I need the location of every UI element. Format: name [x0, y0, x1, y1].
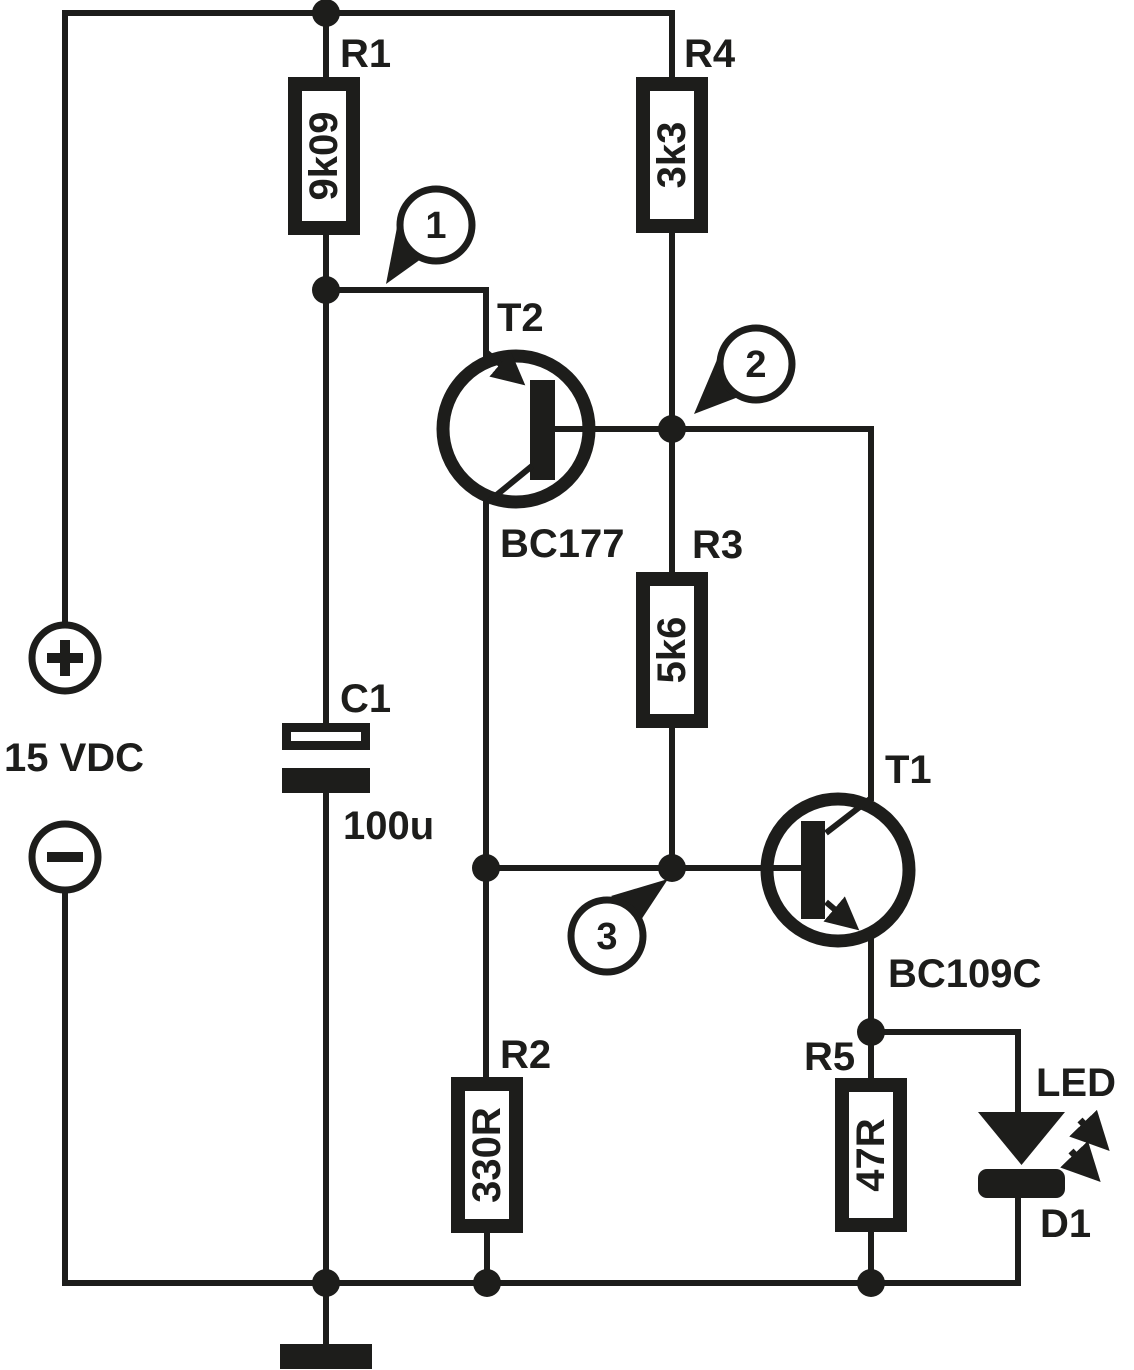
resistor-r1-value: 9k09 [302, 112, 346, 201]
callout-3-number: 3 [596, 916, 617, 958]
capacitor-c1-plate-negative [282, 768, 370, 793]
resistor-r3-body [636, 572, 708, 728]
resistor-r2: R2 330R [451, 1033, 551, 1233]
resistor-r5: R5 47R [804, 1035, 907, 1232]
callout-1-number: 1 [425, 205, 446, 247]
led-light-arrow-1 [1069, 1109, 1110, 1151]
callout-3-tail [611, 879, 668, 920]
transistor-t1-collector-lead [824, 796, 872, 836]
junction-dots [312, 0, 885, 1297]
wire-node2-row-to-t1-collector [553, 426, 874, 801]
junction-dot-t1-emitter [857, 1018, 885, 1046]
led-d1: LED D1 [978, 1061, 1116, 1246]
callout-1: 1 [386, 185, 476, 284]
junction-dot-node3 [658, 854, 686, 882]
resistor-r2-value: 330R [465, 1107, 509, 1203]
transistor-t2-ref: T2 [497, 296, 544, 340]
transistor-t2-pnp: T2 BC177 [436, 296, 625, 566]
led-cathode-bar [978, 1169, 1065, 1198]
callout-1-circle [396, 185, 476, 265]
callout-2-tail [694, 355, 741, 414]
led-label: LED [1036, 1061, 1116, 1105]
resistor-r4-value: 3k3 [650, 122, 694, 189]
wire-node4-to-led [871, 1029, 1021, 1114]
junction-dot-node2 [658, 415, 686, 443]
supply-voltage-label: 15 VDC [4, 736, 144, 780]
led-ref: D1 [1040, 1202, 1091, 1246]
callout-2: 2 [694, 324, 796, 414]
callout-3-circle [567, 896, 647, 976]
resistor-r2-body [451, 1077, 523, 1233]
resistor-r3-ref: R3 [692, 523, 743, 567]
transistor-t1-ref: T1 [885, 748, 932, 792]
plus-icon [47, 640, 83, 676]
capacitor-c1-ref: C1 [340, 677, 391, 721]
transistor-t1-part: BC109C [888, 952, 1041, 996]
resistor-r4-ref: R4 [684, 32, 736, 76]
capacitor-c1: C1 100u [282, 677, 434, 848]
callout-2-number: 2 [745, 344, 766, 386]
callout-3: 3 [567, 879, 668, 976]
wire-node1-to-t2-emitter [326, 287, 489, 362]
plus-terminal-icon [28, 621, 102, 695]
transistor-t2-emitter-arrow [484, 349, 526, 386]
resistor-r3: R3 5k6 [636, 523, 743, 728]
junction-dot-node1 [312, 276, 340, 304]
junction-dot-r5-rail [857, 1269, 885, 1297]
wire-bottom-rail [62, 891, 1021, 1286]
transistor-t2-part: BC177 [500, 522, 625, 566]
junction-dot-t2-collector [472, 854, 500, 882]
transistor-t2-base-bar [530, 380, 555, 480]
resistor-r5-body [835, 1078, 907, 1232]
resistor-r2-ref: R2 [500, 1033, 551, 1077]
resistor-r1-body [288, 77, 360, 235]
capacitor-c1-plate-positive [282, 723, 370, 750]
transistor-t1-npn: T1 BC109C [760, 748, 1041, 996]
junction-dot-r2-rail [473, 1269, 501, 1297]
junction-dot-ground [312, 1269, 340, 1297]
capacitor-c1-value: 100u [343, 804, 434, 848]
junction-dot-top-rail [312, 0, 340, 27]
resistor-r4-body [636, 77, 708, 233]
resistor-r5-value: 47R [849, 1118, 893, 1191]
callout-1-tail [386, 217, 421, 284]
resistor-r4: R4 3k3 [636, 32, 736, 233]
ground-icon [280, 1344, 372, 1369]
callout-2-circle [716, 324, 796, 404]
resistor-r1-ref: R1 [340, 32, 391, 76]
transistor-t1-base-bar [801, 821, 825, 919]
resistor-r1: R1 9k09 [288, 32, 391, 235]
wire-top-and-left-rail [62, 10, 675, 624]
power-supply: 15 VDC [4, 621, 144, 894]
resistor-r3-value: 5k6 [650, 617, 694, 684]
led-anode-triangle [978, 1112, 1065, 1165]
transistor-t1-emitter-arrow [823, 896, 860, 931]
transistor-t2-collector-lead [486, 463, 534, 505]
minus-terminal-icon [28, 820, 102, 894]
resistor-r5-ref: R5 [804, 1035, 855, 1079]
transistor-t1-circle [760, 792, 916, 948]
led-light-arrow-2 [1060, 1140, 1101, 1182]
